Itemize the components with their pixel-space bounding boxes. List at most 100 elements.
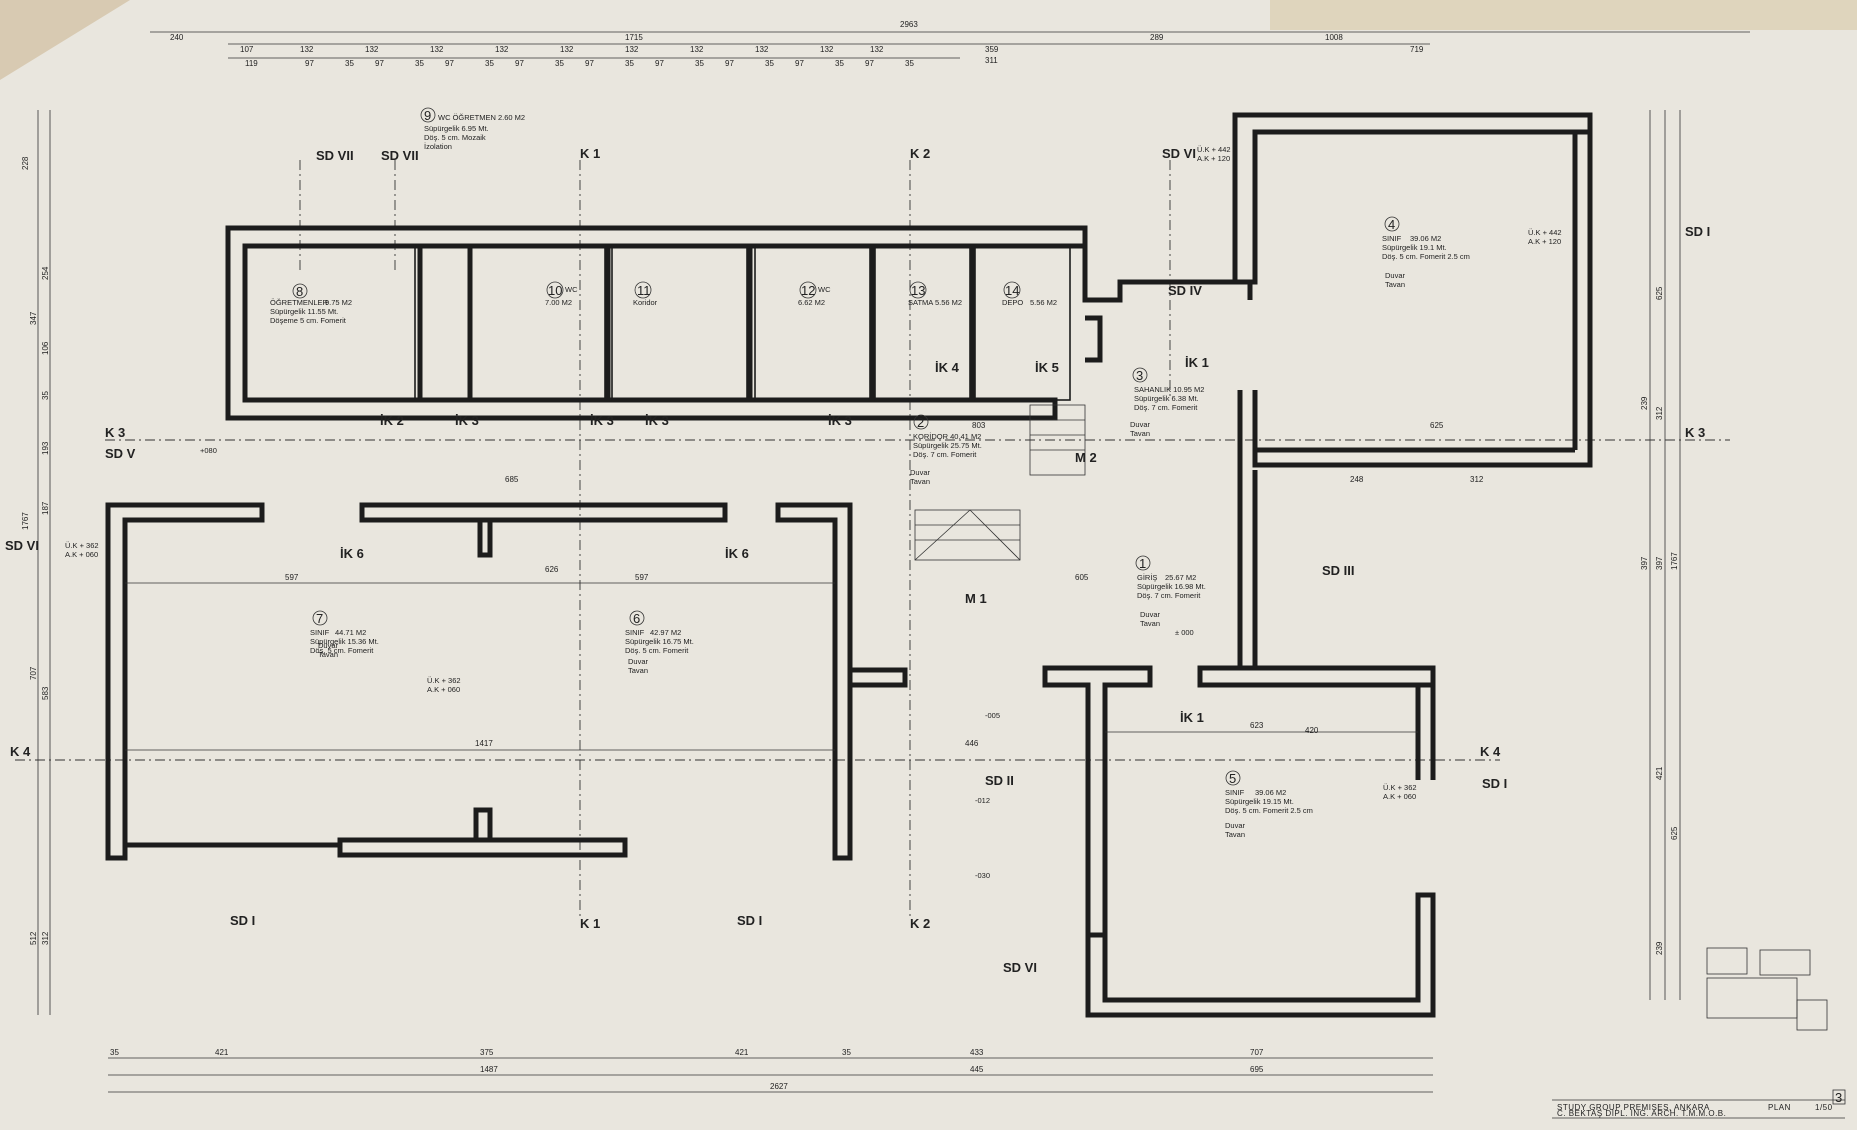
dim-r2-7: 132 bbox=[690, 45, 704, 54]
room-8-number: 8 bbox=[296, 284, 303, 299]
level-ak060-b: A.K + 060 bbox=[65, 550, 98, 559]
axis-ik2: İK 2 bbox=[380, 413, 404, 428]
level-uk442-b: Ü.K + 442 bbox=[1197, 145, 1231, 154]
title-line-2: C. BEKTAŞ DİPL. İNG. ARCH. T.M.M.O.B. bbox=[1557, 1109, 1726, 1118]
dim-right-3: 397 bbox=[1655, 556, 1664, 570]
room-9-number: 9 bbox=[424, 108, 431, 123]
dim-left-5: 193 bbox=[41, 441, 50, 455]
axis-labels: K 1 K 1 K 2 K 2 K 3 K 3 K 4 K 4 M 1 M 2 … bbox=[5, 146, 1710, 975]
room-6-tavan: Tavan bbox=[628, 666, 648, 675]
dim-r2-13: 311 bbox=[985, 56, 998, 65]
room-2-name: KORİDOR 40.41 M2 bbox=[913, 432, 981, 441]
room-9-name: WC ÖĞRETMEN 2.60 M2 bbox=[438, 113, 525, 122]
room-13-name: SATMA bbox=[908, 298, 933, 307]
dim-r3-10: 35 bbox=[625, 59, 634, 68]
dim-r3-15: 97 bbox=[795, 59, 804, 68]
axis-ik3-a: İK 3 bbox=[455, 413, 479, 428]
room-13-number: 13 bbox=[911, 283, 925, 298]
level-ak060-a: A.K + 060 bbox=[427, 685, 460, 694]
dim-r3-4: 35 bbox=[415, 59, 424, 68]
axis-sd2: SD II bbox=[985, 773, 1014, 788]
axis-sd7-b: SD VII bbox=[381, 148, 419, 163]
room-14-line-0: 5.56 M2 bbox=[1030, 298, 1057, 307]
axis-sd7-a: SD VII bbox=[316, 148, 354, 163]
room-1-duvar: Duvar bbox=[1140, 610, 1161, 619]
room-3-tavan: Tavan bbox=[1130, 429, 1150, 438]
dim-bottom-2: 375 bbox=[480, 1048, 494, 1057]
axis-ik6-b: İK 6 bbox=[725, 546, 749, 561]
room-2-duvar: Duvar bbox=[910, 468, 931, 477]
bottom-dimension-chains: 35 421 375 421 35 433 707 1487 445 695 2… bbox=[108, 1048, 1433, 1093]
axis-m1: M 1 bbox=[965, 591, 987, 606]
dim-left-9: 583 bbox=[41, 686, 50, 700]
dim-r3-6: 35 bbox=[485, 59, 494, 68]
axis-sd6-left: SD VI bbox=[5, 538, 39, 553]
right-dimension-chain: 625 312 239 397 397 1767 421 625 239 bbox=[1640, 110, 1681, 1000]
dim-r2-3: 132 bbox=[430, 45, 444, 54]
dim-1417: 1417 bbox=[475, 739, 493, 748]
room-9-line-2: İzolation bbox=[424, 142, 452, 151]
dim-626: 626 bbox=[545, 565, 559, 574]
room-5-name: SINIF bbox=[1225, 788, 1245, 797]
dim-r3-12: 35 bbox=[695, 59, 704, 68]
title-plan: PLAN bbox=[1768, 1103, 1791, 1112]
room-14-name: DEPO bbox=[1002, 298, 1023, 307]
left-dimension-chain: 228 254 347 106 35 193 187 1767 707 583 … bbox=[21, 110, 51, 1015]
room-3-duvar: Duvar bbox=[1130, 420, 1151, 429]
dim-left-6: 187 bbox=[41, 501, 50, 515]
sheet-number: 3 bbox=[1835, 1090, 1842, 1105]
dim-top-3: 289 bbox=[1150, 33, 1164, 42]
dim-bottom-4: 35 bbox=[842, 1048, 851, 1057]
dim-r2-12: 359 bbox=[985, 45, 999, 54]
room-3-line-0: Süpürgelik 6.38 Mt. bbox=[1134, 394, 1199, 403]
room-7-line-0: 44.71 M2 bbox=[335, 628, 366, 637]
room-9-line-1: Döş. 5 cm. Mozaik bbox=[424, 133, 486, 142]
level-030: -030 bbox=[975, 871, 990, 880]
room-4-name: SINIF bbox=[1382, 234, 1402, 243]
room-5-line-1: Süpürgelik 19.15 Mt. bbox=[1225, 797, 1294, 806]
dim-r3-18: 35 bbox=[905, 59, 914, 68]
dim-right-7: 625 bbox=[1670, 826, 1679, 840]
room-1-tavan: Tavan bbox=[1140, 619, 1160, 628]
dim-r3-17: 97 bbox=[865, 59, 874, 68]
dim-r2-9: 132 bbox=[820, 45, 834, 54]
dim-r3-8: 35 bbox=[555, 59, 564, 68]
dim-597-b: 597 bbox=[635, 573, 649, 582]
room-1-number: 1 bbox=[1139, 556, 1146, 571]
dim-left-8: 707 bbox=[29, 666, 38, 680]
axis-sd1-d: SD I bbox=[737, 913, 762, 928]
room-13-line-0: 5.56 M2 bbox=[935, 298, 962, 307]
dim-right-8: 239 bbox=[1655, 941, 1664, 955]
level-uk442-a: Ü.K + 442 bbox=[1528, 228, 1562, 237]
room-2-line-0: Süpürgelik 25.75 Mt. bbox=[913, 441, 982, 450]
dim-r2-1: 132 bbox=[300, 45, 314, 54]
room-8-line-2: Döşeme 5 cm. Fomerit bbox=[270, 316, 347, 325]
dim-bottom-r2-0: 1487 bbox=[480, 1065, 498, 1074]
level-005: -005 bbox=[985, 711, 1000, 720]
room-5-number: 5 bbox=[1229, 771, 1236, 786]
room-10-number: 10 bbox=[548, 283, 562, 298]
dim-bottom-r2-1: 445 bbox=[970, 1065, 984, 1074]
top-dimension-chains: 2963 240 1715 289 1008 719 107 132 132 1… bbox=[150, 20, 1750, 68]
dim-left-3: 106 bbox=[41, 341, 50, 355]
interior-dimensions: 1417 446 623 420 625 597 597 626 605 685… bbox=[125, 421, 1484, 751]
level-012: -012 bbox=[975, 796, 990, 805]
axis-sd3: SD III bbox=[1322, 563, 1355, 578]
dim-r3-5: 97 bbox=[445, 59, 454, 68]
room-14-number: 14 bbox=[1005, 283, 1019, 298]
dim-r3-0: 119 bbox=[245, 59, 258, 68]
axis-k1-bottom: K 1 bbox=[580, 916, 600, 931]
stair-symbol bbox=[914, 404, 1086, 561]
room-6-line-0: 42.97 M2 bbox=[650, 628, 681, 637]
dim-446: 446 bbox=[965, 739, 979, 748]
axis-ik4: İK 4 bbox=[935, 360, 960, 375]
dim-right-4: 397 bbox=[1640, 556, 1649, 570]
axis-k4-right: K 4 bbox=[1480, 744, 1501, 759]
room-12-line-0: 6.62 M2 bbox=[798, 298, 825, 307]
room-8-line-0: 9.75 M2 bbox=[325, 298, 352, 307]
dim-right-6: 421 bbox=[1655, 766, 1664, 780]
axis-m2: M 2 bbox=[1075, 450, 1097, 465]
dim-left-4: 35 bbox=[41, 391, 50, 400]
dim-bottom-3: 421 bbox=[735, 1048, 749, 1057]
